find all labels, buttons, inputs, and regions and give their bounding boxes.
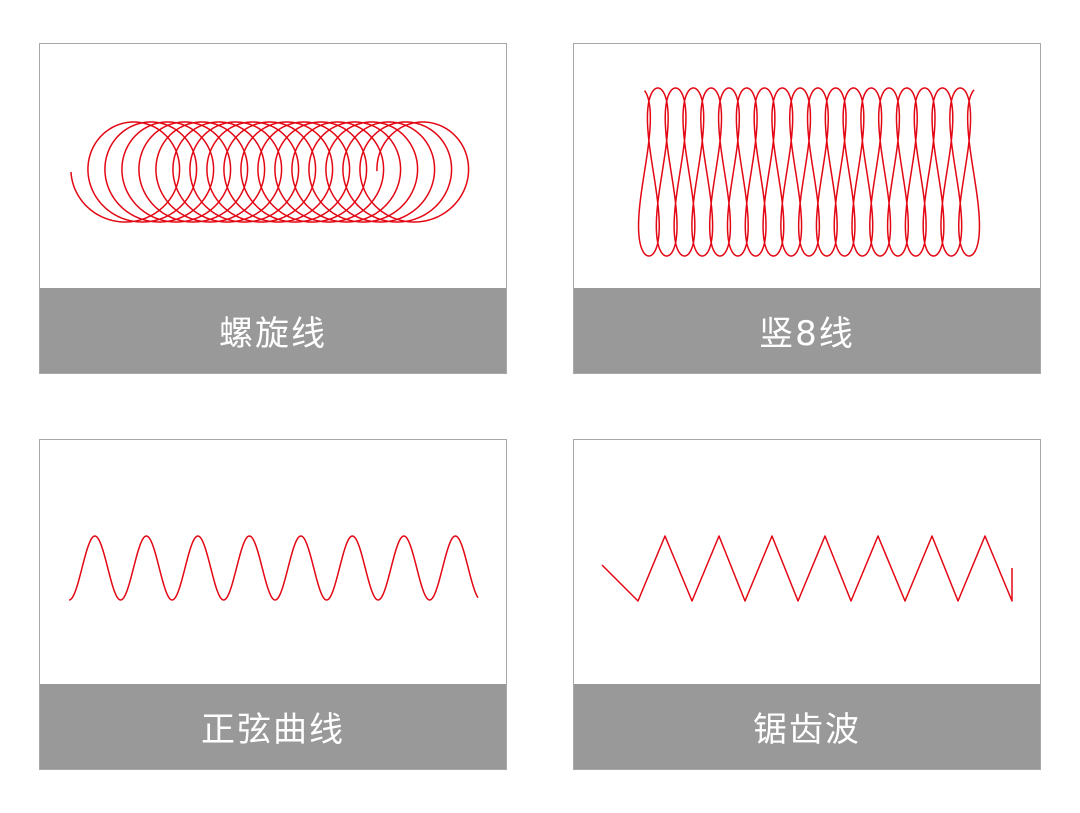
vertical-figure-eight-graphic <box>637 87 981 257</box>
sine-wave-graphic <box>68 535 479 601</box>
card-vertical-eight: 竖8线 <box>573 43 1041 374</box>
sawtooth-wave-graphic <box>601 535 1013 602</box>
card-caption: 竖8线 <box>574 288 1040 373</box>
card-caption: 螺旋线 <box>40 288 506 373</box>
spiral-line-graphic <box>70 121 470 223</box>
card-caption: 锯齿波 <box>574 684 1040 769</box>
card-caption: 正弦曲线 <box>40 684 506 769</box>
card-spiral: 螺旋线 <box>39 43 507 374</box>
card-sawtooth: 锯齿波 <box>573 439 1041 770</box>
card-sine: 正弦曲线 <box>39 439 507 770</box>
